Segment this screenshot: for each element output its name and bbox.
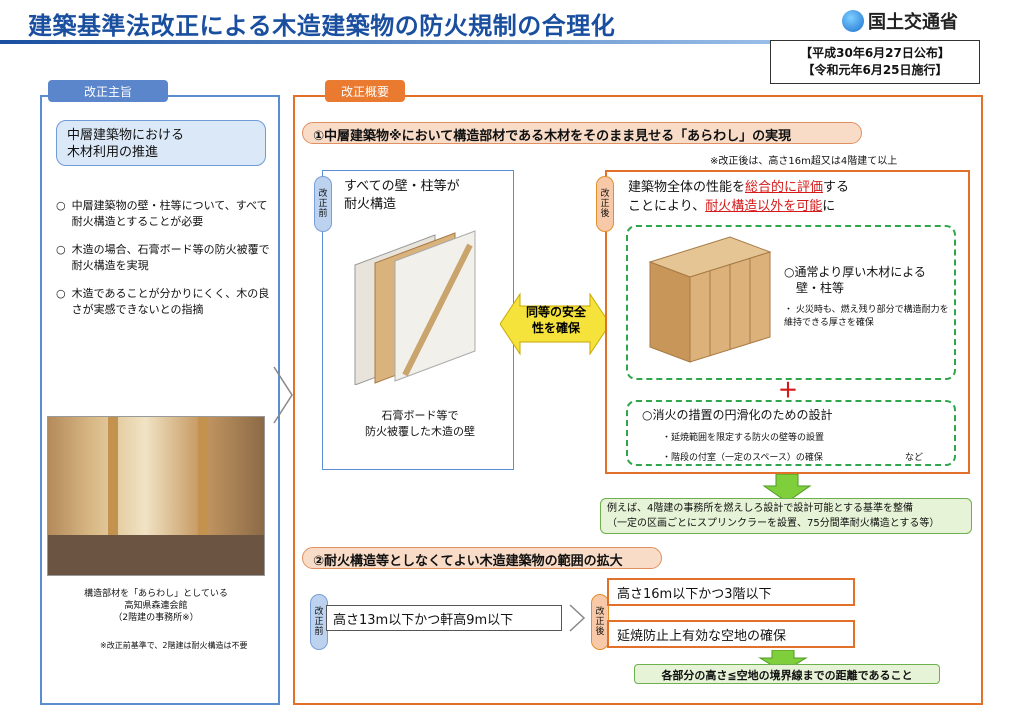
- building-photo: [47, 416, 265, 576]
- promulgation-date: 【平成30年6月27日公布】: [800, 46, 950, 60]
- after-condition-space: 延焼防止上有効な空地の確保: [607, 620, 855, 648]
- enforcement-date: 【令和元年6月25日施行】: [802, 63, 948, 77]
- after-tag: 改正後: [591, 594, 609, 650]
- distance-condition: 各部分の高さ≦空地の境界線までの距離であること: [634, 664, 940, 684]
- circle-bullet: ○: [56, 287, 66, 300]
- chevron-right-icon: [273, 366, 293, 424]
- thick-timber-illustration: [648, 236, 772, 363]
- section-1-heading: ①中層建築物※において構造部材である木材をそのまま見せる「あらわし」の実現: [302, 122, 862, 144]
- ministry-logo: 国土交通省: [842, 8, 958, 34]
- before-tag: 改正前: [314, 176, 332, 232]
- after-tag: 改正後: [596, 176, 614, 232]
- example-box: 例えば、4階建の事務所を燃えしろ設計で設計可能とする基準を整備 （一定の区画ごと…: [600, 498, 972, 534]
- ministry-name: 国土交通省: [868, 12, 958, 33]
- fire-measures-box: [626, 400, 956, 466]
- left-footnote: ※改正前基準で、2階建は耐火構造は不要: [100, 641, 248, 650]
- photo-beam: [108, 417, 118, 575]
- purpose-heading: 中層建築物における 木材利用の推進: [56, 120, 266, 166]
- equal-safety-label: 同等の安全性を確保: [525, 305, 586, 335]
- photo-floor: [48, 535, 264, 575]
- list-item: ○木造であることが分かりにくく、木の良さが実感できないとの指摘: [56, 287, 270, 316]
- overview-tab: 改正概要: [325, 80, 405, 102]
- plus-icon: ＋: [778, 378, 798, 402]
- before-condition: 高さ13m以下かつ軒高9m以下: [326, 605, 562, 631]
- fire-measure-item: ・延焼範囲を限定する防火の壁等の設置: [662, 433, 825, 443]
- purpose-panel: [40, 95, 280, 705]
- purpose-bullets: ○中層建築物の壁・柱等について、すべて耐火構造とすることが必要 ○木造の場合、石…: [56, 198, 276, 330]
- circle-bullet: ○: [56, 199, 66, 212]
- section-1-note: ※改正後は、高さ16m超又は4階建て以上: [710, 156, 898, 167]
- purpose-tab: 改正主旨: [48, 80, 168, 102]
- fireproof-wall-illustration: [354, 230, 476, 385]
- list-item: ○木造の場合、石膏ボード等の防火被覆で耐火構造を実現: [56, 243, 270, 272]
- photo-caption: 構造部材を「あらわし」としている 高知県森連会館 （2階建の事務所※）: [84, 589, 228, 623]
- fire-measures-title: ○消火の措置の円滑化のための設計: [642, 408, 833, 422]
- fire-measure-item: ・階段の付室（一定のスペース）の確保: [662, 453, 823, 463]
- ministry-emblem-icon: [842, 10, 864, 32]
- double-arrow-icon: [500, 292, 610, 356]
- thick-timber-note: ・ 火災時も、燃え残り部分で構造耐力を維持できる厚さを確保: [784, 305, 949, 328]
- after-condition-height: 高さ16m以下かつ3階以下: [607, 578, 855, 606]
- wall-caption: 石膏ボード等で 防火被覆した木造の壁: [365, 409, 475, 438]
- section-2-heading: ②耐火構造等としなくてよい木造建築物の範囲の拡大: [302, 547, 662, 569]
- photo-beam: [198, 417, 208, 575]
- before-label: すべての壁・柱等が 耐火構造: [344, 179, 460, 212]
- chevron-right-icon: [569, 604, 586, 632]
- circle-bullet: ○: [56, 243, 66, 256]
- page-title: 建築基準法改正による木造建築物の防火規制の合理化: [28, 12, 616, 40]
- list-item: ○中層建築物の壁・柱等について、すべて耐火構造とすることが必要: [56, 199, 268, 228]
- fire-measure-etc: など: [905, 453, 924, 463]
- title-underline: [0, 40, 790, 44]
- thick-timber-title: ○通常より厚い木材による 壁・柱等: [784, 265, 926, 295]
- thick-timber-box: [626, 225, 956, 380]
- date-box: 【平成30年6月27日公布】 【令和元年6月25日施行】: [770, 40, 980, 84]
- after-label: 建築物全体の性能を総合的に評価する ことにより、耐火構造以外を可能に: [628, 180, 850, 214]
- arrow-down-icon: [762, 474, 812, 502]
